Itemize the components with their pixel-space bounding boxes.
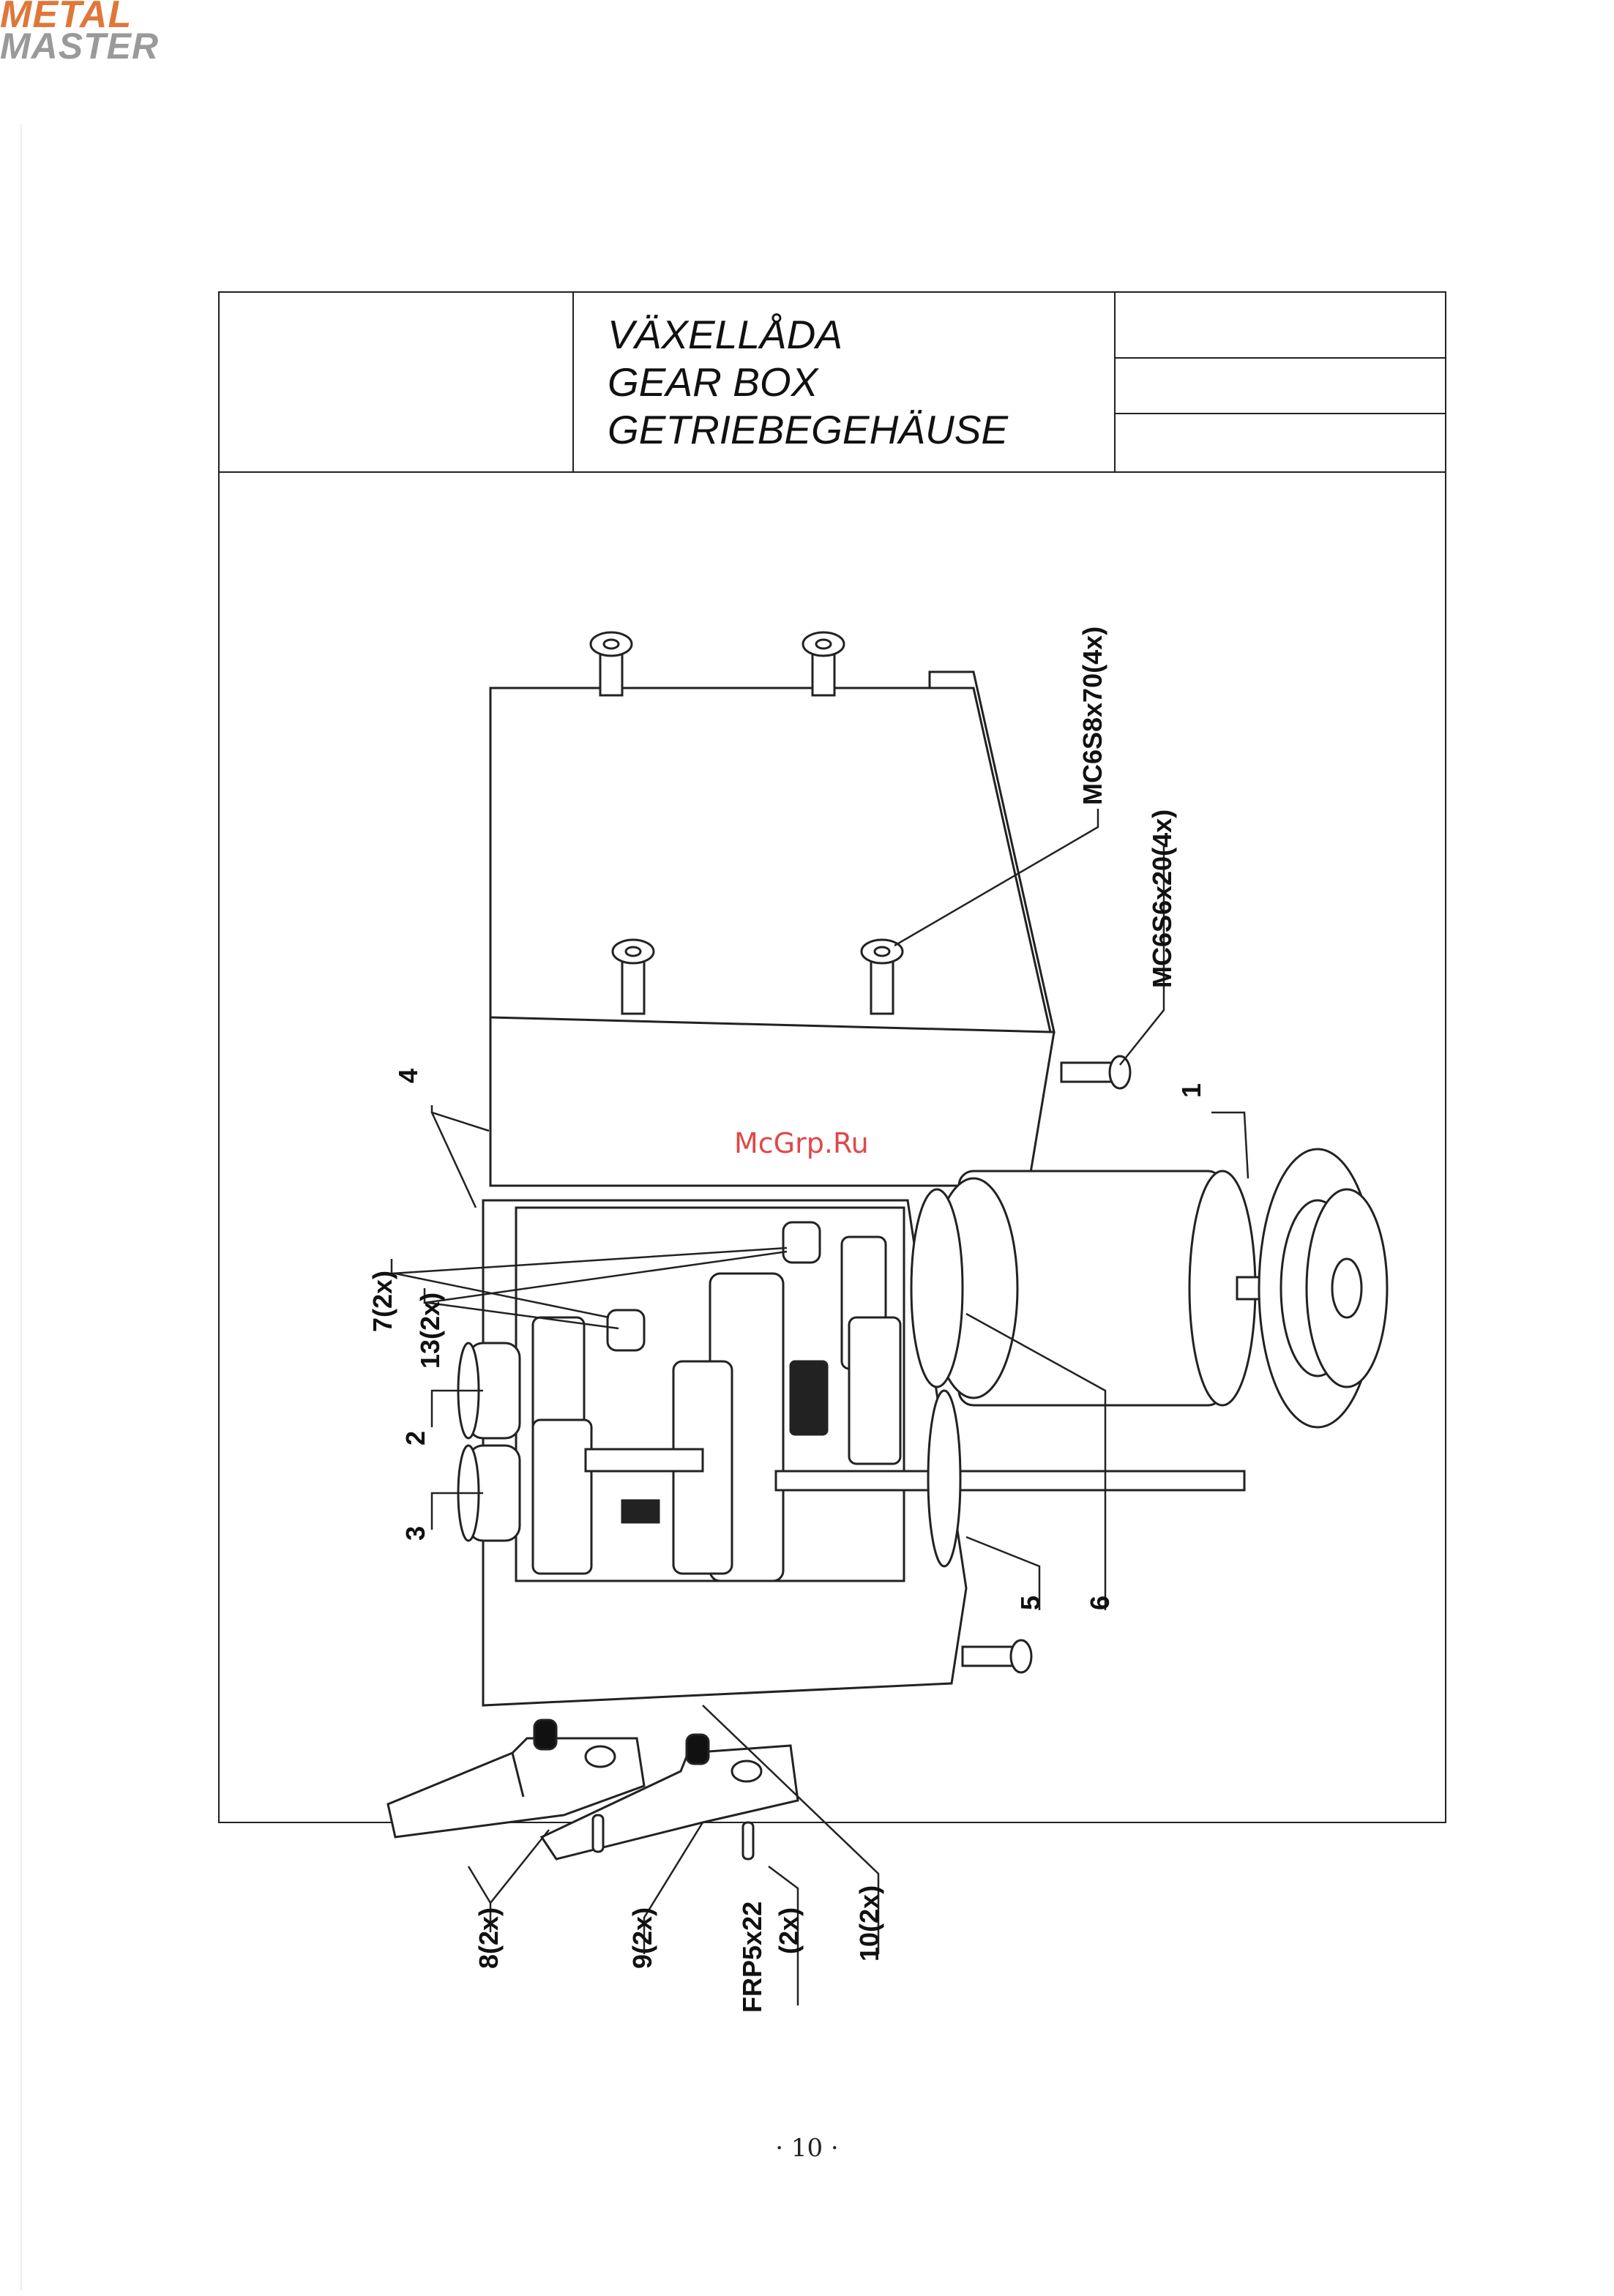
label-part-4: 4 — [393, 1069, 423, 1083]
label-part-5: 5 — [1015, 1596, 1045, 1610]
label-screw-side: MC6S6x20(4x) — [1147, 809, 1177, 988]
gearbox-cover — [490, 672, 1054, 1186]
cap-screw — [591, 632, 632, 695]
label-part-6: 6 — [1085, 1596, 1115, 1610]
label-part-1: 1 — [1176, 1083, 1206, 1098]
label-part-9: 9(2x) — [627, 1907, 657, 1969]
label-part-2: 2 — [400, 1431, 430, 1446]
cap-screw — [803, 632, 844, 695]
label-frp: FRP5x22 — [737, 1902, 767, 2013]
label-part-13: 13(2x) — [415, 1293, 445, 1369]
label-part-7: 7(2x) — [367, 1271, 397, 1332]
side-screw — [1061, 1056, 1130, 1088]
watermark: McGrp.Ru — [734, 1127, 869, 1159]
label-screw-top: MC6S8x70(4x) — [1077, 627, 1107, 805]
label-part-3: 3 — [400, 1526, 430, 1541]
housing-screw — [963, 1640, 1031, 1672]
page-number: · 10 · — [0, 2134, 1614, 2163]
label-frp-qty: (2x) — [774, 1907, 804, 1954]
pulley-assembly — [911, 1149, 1387, 1427]
label-part-8: 8(2x) — [474, 1907, 504, 1969]
label-part-10: 10(2x) — [854, 1885, 884, 1962]
